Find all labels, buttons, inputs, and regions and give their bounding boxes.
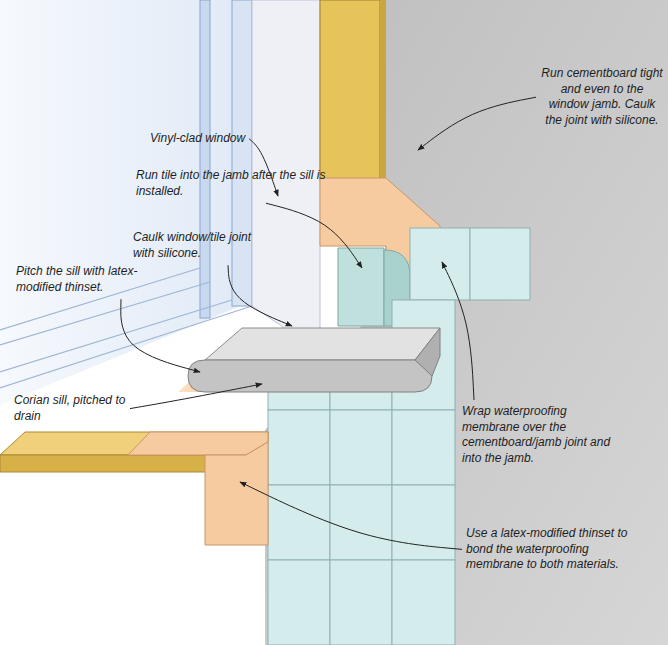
wood-jamb (320, 0, 380, 180)
callout-box: Use a latex-modified thinset to bond the… (466, 526, 638, 573)
callout-box: Corian sill, pitched to drain (14, 393, 126, 424)
leader-line (418, 97, 536, 150)
leader-line (240, 482, 462, 549)
window-frame (200, 0, 210, 318)
callout-text: Corian sill, pitched to drain (14, 393, 126, 424)
callout-box: Caulk window/tile joint with silicone. (133, 230, 263, 261)
callout-text: Caulk window/tile joint with silicone. (133, 230, 263, 261)
callout-text: Run cementboard tight and even to the wi… (540, 66, 664, 128)
callout-text: Run tile into the jamb after the sill is… (136, 168, 336, 199)
membrane-on-sill (128, 432, 268, 455)
leader-line (266, 203, 362, 268)
callout-text: Wrap waterproofing membrane over the cem… (462, 404, 622, 466)
callout-box: Wrap waterproofing membrane over the cem… (462, 404, 622, 466)
leader-line (249, 139, 278, 196)
corian-sill-top (205, 328, 440, 360)
window-glass (0, 0, 255, 405)
callout-text: Use a latex-modified thinset to bond the… (466, 526, 638, 573)
callout-box: Run tile into the jamb after the sill is… (136, 168, 336, 199)
corian-sill-end (415, 328, 440, 376)
corian-sill-front (188, 360, 432, 392)
wood-jamb-edge (380, 0, 386, 180)
wood-sill-top (0, 432, 268, 455)
callout-box: Pitch the sill with latex-modified thins… (16, 264, 166, 295)
callout-text: Pitch the sill with latex-modified thins… (16, 264, 166, 295)
window-frame (232, 0, 252, 306)
leader-line (442, 262, 474, 400)
leader-line (130, 384, 262, 409)
callout-box: Run cementboard tight and even to the wi… (540, 66, 664, 128)
leader-line (121, 299, 200, 372)
cementboard-wall (265, 0, 668, 645)
jamb-tile (338, 248, 384, 326)
leader-line (228, 265, 292, 326)
callout-box: Vinyl-clad window (150, 128, 270, 147)
membrane-flap (205, 442, 268, 545)
callout-text: Vinyl-clad window (150, 131, 245, 147)
